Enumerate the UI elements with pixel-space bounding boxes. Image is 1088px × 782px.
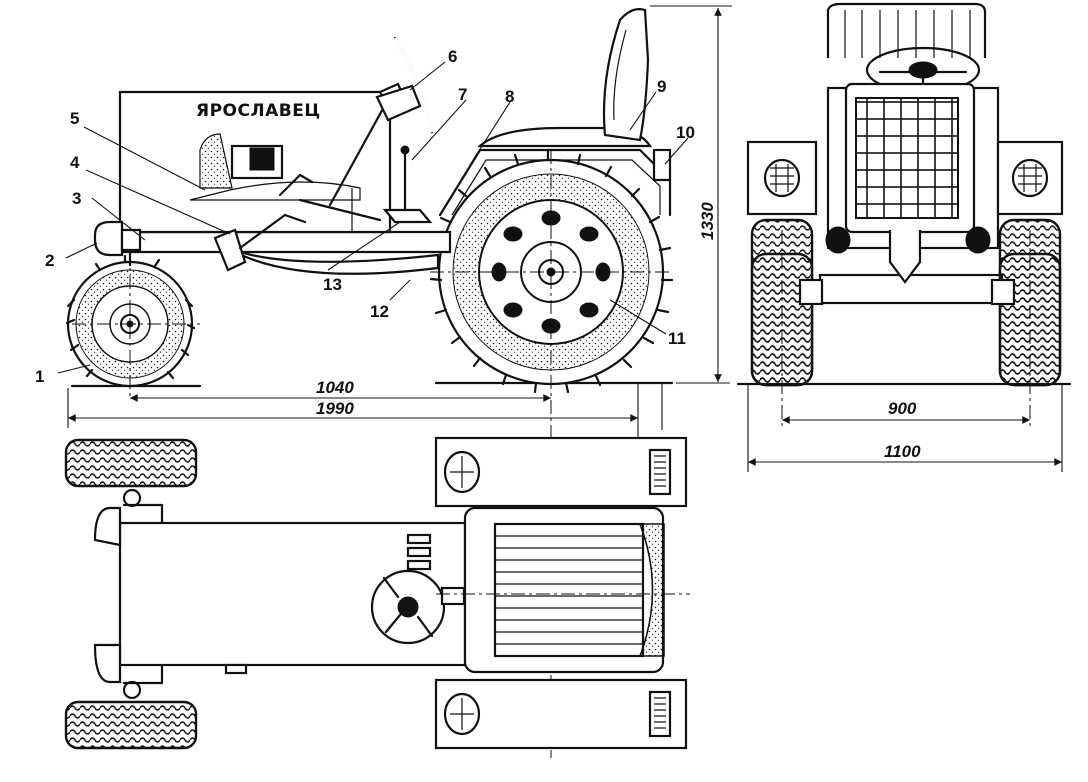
front-view: 900 1100 — [736, 2, 1072, 472]
callout-1: 1 — [35, 367, 44, 386]
callout-12: 12 — [370, 302, 389, 321]
dim-overall-width: 1100 — [884, 442, 921, 461]
callout-11: 11 — [668, 329, 686, 348]
dim-track-width: 900 — [888, 399, 917, 418]
callout-5: 5 — [70, 109, 79, 128]
brand-lettering: ЯРОСЛАВЕЦ — [196, 101, 321, 121]
callout-13: 13 — [323, 275, 342, 294]
callout-6: 6 — [448, 47, 457, 66]
callout-9: 9 — [657, 77, 666, 96]
callout-2: 2 — [45, 251, 54, 270]
top-view — [64, 436, 690, 750]
callout-7: 7 — [458, 85, 467, 104]
callout-8: 8 — [505, 87, 514, 106]
dim-height: 1330 — [698, 202, 717, 240]
callout-4: 4 — [70, 153, 80, 172]
dim-overall-length: 1990 — [316, 399, 354, 418]
callout-3: 3 — [72, 189, 81, 208]
side-view: ЯРОСЛАВЕЦ 1 2 3 4 5 6 7 8 — [35, 5, 732, 758]
callout-10: 10 — [676, 123, 695, 142]
dim-wheelbase: 1040 — [316, 378, 354, 397]
